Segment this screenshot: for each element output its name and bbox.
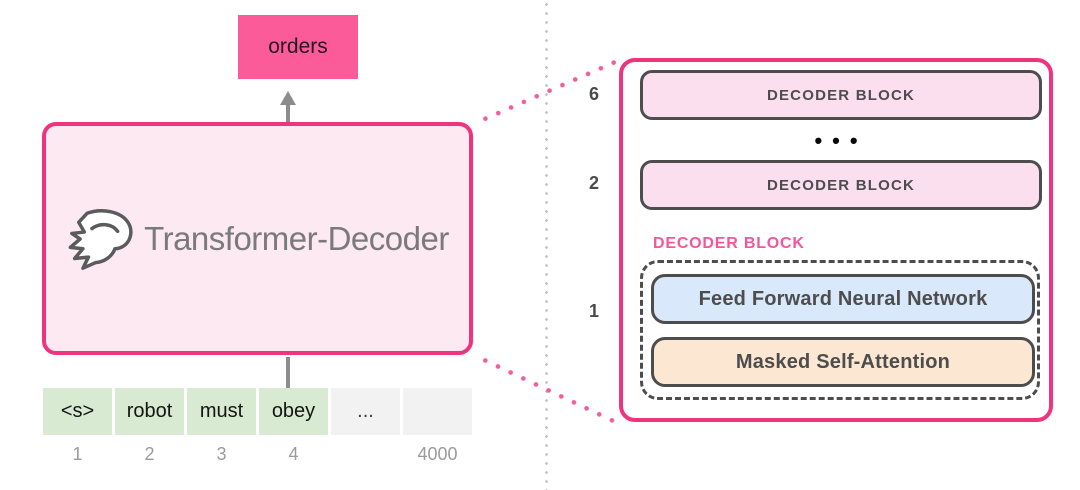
feed-forward-layer: Feed Forward Neural Network [651, 274, 1035, 324]
masked-self-attention-layer: Masked Self-Attention [651, 337, 1035, 387]
layer-number-1: 1 [588, 301, 599, 321]
token-cell: must [187, 388, 256, 435]
decoder-block-top: DECODER BLOCK [640, 70, 1042, 120]
up-arrow-line [286, 104, 290, 123]
decoder-block-heading: DECODER BLOCK [653, 235, 805, 252]
token-index: 4000 [417, 444, 458, 464]
token-index-row: 1 2 3 4 4000 [43, 444, 472, 465]
layer-number-6: 6 [588, 84, 599, 104]
token-cell: <s> [43, 388, 112, 435]
decoder-block-middle: DECODER BLOCK [640, 160, 1042, 210]
input-token-row: <s> robot must obey ... [43, 388, 472, 435]
decoder-block-detail: Feed Forward Neural Network Masked Self-… [640, 260, 1040, 400]
token-index: 1 [72, 444, 83, 464]
decoder-block-label: DECODER BLOCK [766, 86, 916, 104]
token-cell-ellipsis: ... [331, 388, 400, 435]
stack-ellipsis: ••• [814, 128, 868, 153]
transformer-decoder-box: Transformer-Decoder [42, 122, 473, 355]
vertical-dotted-divider [545, 0, 548, 490]
model-title: Transformer-Decoder [144, 219, 449, 257]
masked-self-attention-label: Masked Self-Attention [735, 350, 951, 373]
output-token-box: orders [238, 15, 358, 79]
token-cell: robot [115, 388, 184, 435]
token-index: 3 [216, 444, 227, 464]
input-connector-line [286, 357, 290, 388]
token-text: robot [126, 400, 173, 422]
decoder-block-label: DECODER BLOCK [766, 176, 916, 194]
token-text: obey [271, 400, 316, 422]
token-index: 2 [144, 444, 155, 464]
transformer-logo-icon [68, 208, 133, 270]
token-cell: obey [259, 388, 328, 435]
token-text: must [199, 400, 244, 422]
token-text: ... [357, 400, 374, 422]
feed-forward-label: Feed Forward Neural Network [698, 287, 988, 310]
token-index [331, 444, 400, 465]
decoder-stack-panel: DECODER BLOCK ••• DECODER BLOCK DECODER … [619, 58, 1053, 422]
token-index: 4 [288, 444, 299, 464]
token-text: <s> [60, 400, 95, 422]
token-cell-empty [403, 388, 472, 435]
up-arrow-icon [280, 91, 296, 105]
layer-number-2: 2 [588, 173, 599, 193]
zoom-connector-line-bottom [477, 355, 623, 427]
output-token-label: orders [268, 35, 328, 58]
